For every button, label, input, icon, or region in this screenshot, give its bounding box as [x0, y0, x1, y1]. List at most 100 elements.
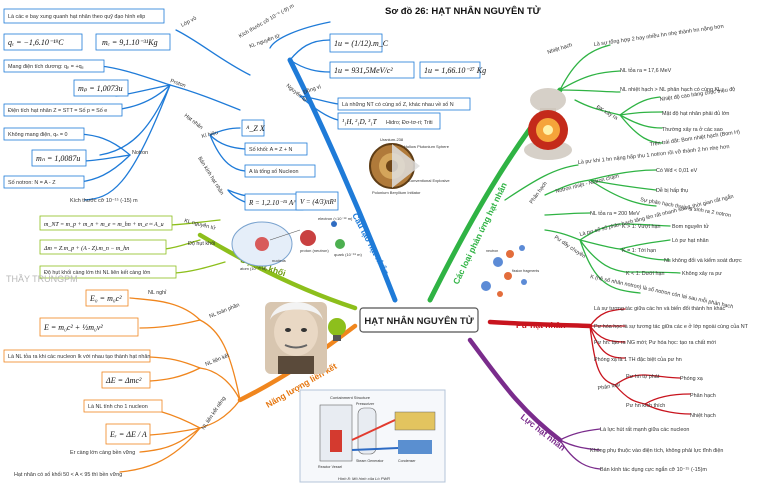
puhn-desc3: Pư hn: tạo ra NG mới; Pư hóa học: tạo ra… — [594, 340, 716, 346]
mushroom-cloud-image — [524, 88, 572, 160]
reactor-steam-gen: Steam Generator — [356, 459, 384, 463]
de-box — [101, 371, 151, 389]
de-hap-thu: Dễ bị hấp thụ — [656, 187, 688, 194]
hidro-formula: ¹₁H, ²₁D, ³₁T — [342, 118, 378, 126]
de-formula: ΔE = Δmc² — [105, 376, 142, 385]
nl-kiem: NL không đổi và kiểm soát được — [664, 257, 742, 264]
mang-dien: Mang điện tích dương: qₚ = +qₑ — [8, 64, 84, 70]
img-proton: proton (neutron) — [300, 248, 329, 253]
atomic-bomb-image: Uranium-238 Hollow Plutonium Sphere Conv… — [369, 137, 450, 195]
bom-ng: Bom nguyên tử — [672, 223, 709, 230]
u2-box — [329, 61, 415, 79]
branch-luc-hat-nhan-line — [467, 337, 563, 443]
nl-nghi-label: NL nghỉ — [148, 289, 167, 296]
reactor-caption: Hình 8: Mô hình của Lò PWR — [338, 476, 390, 481]
branch-pu-hat-nhan-line — [487, 319, 593, 329]
dk3: Thường xảy ra ở các sao — [662, 126, 723, 133]
ki-hieu-formula: ᴬ_Z X — [246, 124, 266, 133]
ki-hieu-box — [241, 119, 265, 137]
dien-tich-hn: Điện tích hạt nhân Z = STT = Số p = Số e — [8, 108, 107, 114]
dhk-desc-box — [39, 265, 177, 279]
notron-label: Notron — [132, 150, 148, 156]
img-neutron: neutron — [486, 249, 498, 253]
proton-label: Proton — [169, 78, 186, 89]
reactor-containment: Containment Structure — [330, 395, 371, 400]
hidro-desc: Hidro; Đơ-tơ-ri; Triti — [386, 120, 433, 126]
branch-pu-hat-nhan-label: Pư hạt nhân — [516, 320, 566, 330]
mp-formula: mₚ = 1,0073u — [78, 84, 123, 93]
mn-formula: mₙ = 1,0087u — [36, 154, 80, 163]
k-toi: K = 1: Tới hạn — [622, 248, 656, 254]
branch-cau-tao-label: Cấu tạo hạt nhân — [350, 211, 391, 277]
puhn-desc2: Pư hóa học là sự tương tác giữa các e ở … — [594, 323, 749, 330]
nh-desc1: Là sự tổng hợp 2 hay nhiều hn nhẹ thành … — [593, 23, 724, 48]
lop-vo-label: Lớp vỏ — [180, 15, 198, 29]
e-formula: E = m₀c² + ½m₀v² — [43, 323, 103, 332]
r-formula: R = 1,2.10⁻¹⁵ A^(1/3) — [248, 199, 310, 207]
dk2: Mật độ hạt nhân phải đủ lớn — [662, 110, 729, 117]
phong-xa: Phóng xạ — [680, 376, 703, 382]
qe-box — [3, 33, 83, 51]
k-desc: K (hệ số nhân notron) là số notron còn l… — [590, 273, 734, 310]
nh-desc3: NL nhiệt hạch > NL phân hạch có cùng KL — [620, 87, 721, 93]
cau-tao-sublines — [79, 21, 339, 203]
puhn-desc1: Là sự tương tác giữa các hn và biến đổi … — [594, 305, 726, 312]
mp-box — [73, 79, 129, 97]
phan-hach-label: Phân hạch — [529, 181, 549, 205]
so-notron-box — [3, 175, 85, 189]
nllkr-desc-box — [83, 399, 163, 413]
ki-hieu-label: Kí hiệu — [201, 130, 219, 140]
so-khoi-box — [244, 142, 308, 156]
e0-box — [85, 289, 129, 307]
lop-vo-desc-box — [3, 8, 165, 24]
er-box — [105, 423, 151, 445]
lhn-desc1: Là lực hút rất mạnh giữa các nucleon — [600, 427, 689, 433]
hidro-box — [337, 112, 441, 130]
nllk-desc: Là NL tỏa ra khi các nucleon lk với nhau… — [8, 353, 150, 360]
dien-tich-hn-box — [3, 103, 123, 117]
mnt-box — [39, 215, 173, 231]
lhn-desc3: Bán kính tác dụng cực ngắn cỡ 10⁻¹⁵ (-15… — [600, 466, 707, 473]
img-atom: atom (10⁻¹⁰ m) — [240, 266, 267, 271]
nhiet-hach-2: Nhiệt hạch — [690, 413, 716, 419]
dong-vi-label: Đồng vị — [303, 84, 322, 96]
nllkr-desc: Là NL tính cho 1 nucleon — [88, 404, 148, 410]
reactor-vessel: Reactor Vessel — [318, 465, 342, 469]
nl-lk-rieng-label: NL liên kết riêng — [201, 396, 228, 431]
img-electron: electron (<10⁻¹⁸ m) — [318, 216, 353, 221]
dong-vi-desc: Là những NT có cùng số Z, khác nhau về s… — [342, 102, 454, 108]
img-quark: quark (10⁻¹⁸ m) — [334, 252, 362, 257]
branch-phan-ung-label: Các loại phản ứng hạt nhân — [451, 181, 509, 286]
kich-thuoc-nt: Kích thước cỡ 10⁻⁹ (-9) m — [238, 3, 296, 40]
lightbulb-icon — [328, 318, 346, 341]
dk-xay-ra-label: ĐK xảy ra — [595, 105, 619, 122]
atom-structure-image: atom (10⁻¹⁰ m) nucleus proton (neutron) … — [231, 216, 362, 271]
dhk-desc: Độ hụt khối càng lớn thì NL liên kết càn… — [44, 270, 150, 276]
er-formula: Eᵣ = ΔE / A — [109, 430, 147, 439]
branch-luc-hat-nhan-label: Lực hạt nhân — [519, 412, 568, 453]
so-notron: Số notron: N = A - Z — [8, 180, 56, 186]
do-hut-khoi-sublines — [164, 219, 226, 274]
lhn-desc2: Không phụ thuộc vào điện tích, không phả… — [590, 448, 723, 454]
chain-reaction-image: neutron fission fragments — [481, 245, 539, 297]
branch-do-hut-khoi-line — [197, 232, 358, 311]
ban-kinh-label: Bán kính hạt nhân — [196, 156, 224, 196]
u1-box — [329, 33, 383, 53]
e-box — [39, 317, 139, 337]
branch-lines — [79, 21, 691, 473]
nl-nghi-branch-label: NL toàn phần — [209, 302, 241, 320]
img-nucleus: nucleus — [272, 258, 286, 263]
khong-pu: Không xảy ra pư — [682, 271, 722, 277]
watermark: THẦY TRUNGPM — [6, 274, 78, 284]
lo-pu: Lò pư hạt nhân — [672, 238, 709, 244]
co-wd: Có Wđ < 0,01 eV — [656, 168, 698, 174]
hat-nhan-label: Hạt nhân — [183, 113, 204, 131]
puhn-desc4: Phóng xạ là 1 TH đặc biệt của pư hn — [594, 356, 682, 363]
u3-box — [419, 61, 481, 79]
e0-formula: E₀ = m₀c² — [89, 294, 122, 303]
tu-phat: Pư hn tự phát — [626, 374, 660, 380]
nl-lien-ket-label: NL liên kết — [205, 353, 231, 368]
v-formula: V = (4/3)πR³ — [300, 198, 337, 206]
dhk-kl-nguyen-tu-label: KL nguyên tử — [184, 217, 217, 232]
